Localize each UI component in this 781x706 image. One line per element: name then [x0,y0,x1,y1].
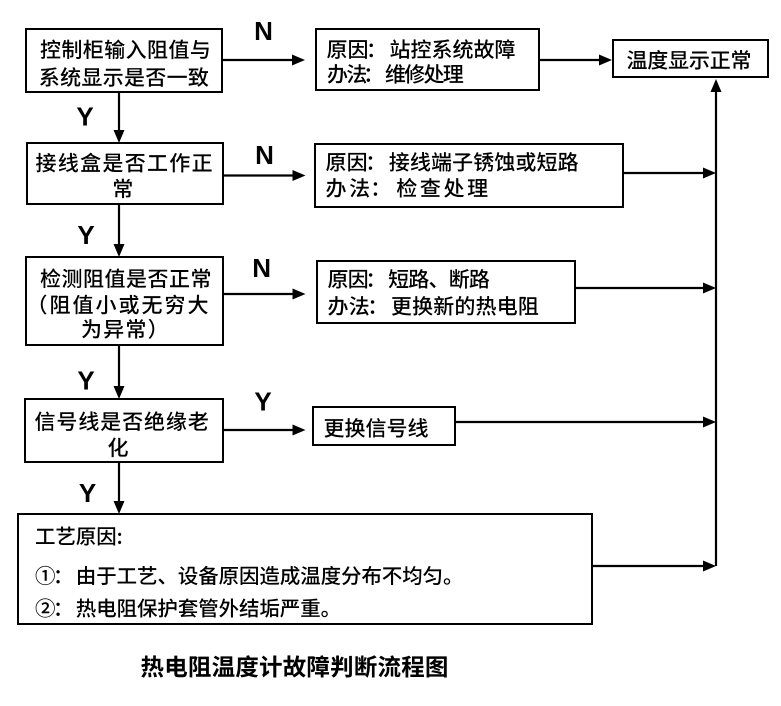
svg-text:N: N [252,253,271,283]
svg-text:Y: Y [79,478,96,508]
svg-text:Y: Y [254,387,271,417]
svg-text:N: N [255,140,274,170]
svg-text:Y: Y [77,220,94,250]
svg-text:Y: Y [77,366,94,396]
svg-text:N: N [254,16,273,46]
svg-text:Y: Y [76,102,93,132]
